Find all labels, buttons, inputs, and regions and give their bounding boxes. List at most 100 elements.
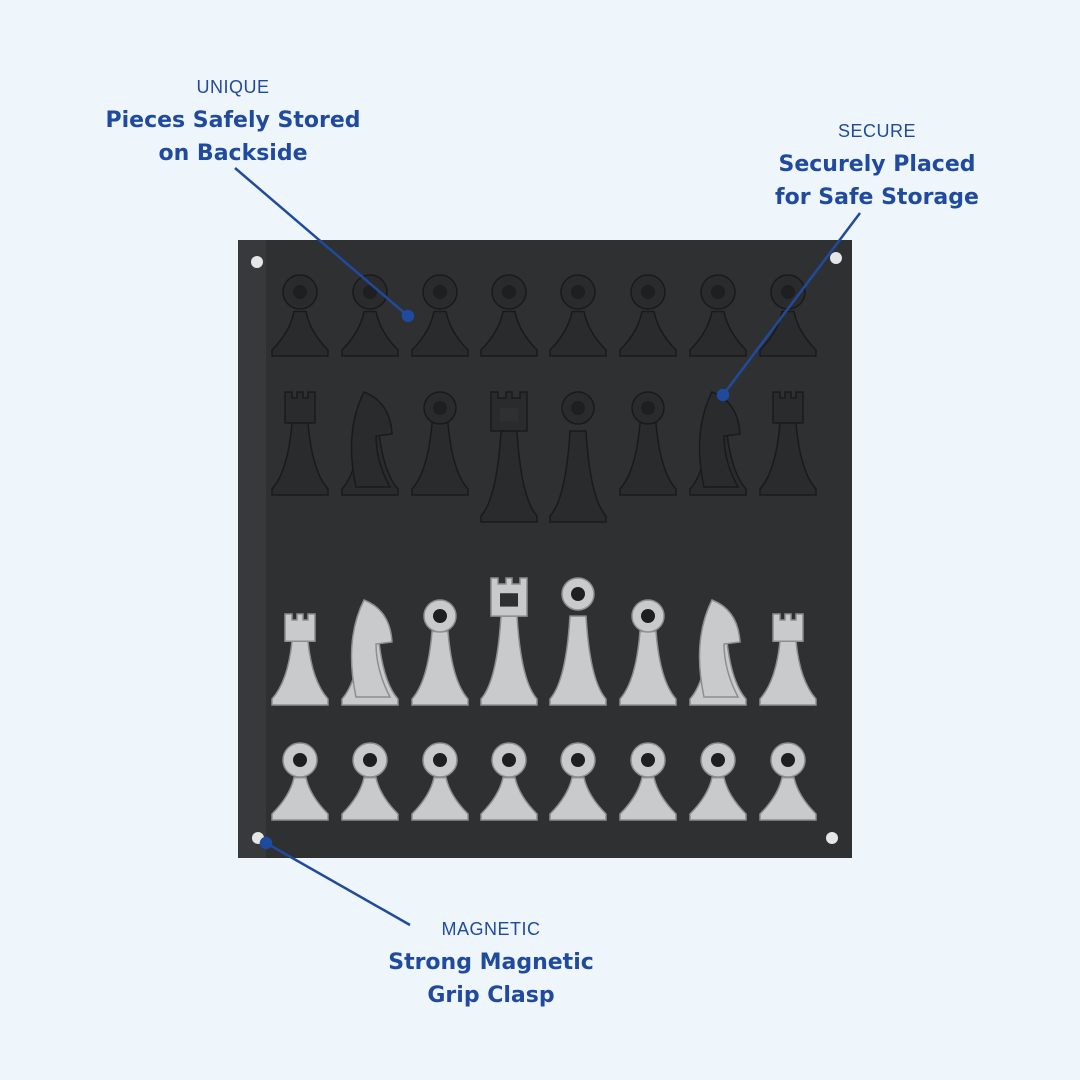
piece-body [480,776,538,821]
ring-hole [433,609,447,623]
callout-line-unique [234,167,409,317]
pawn-cutout [619,274,677,357]
pawn-piece [271,742,329,821]
ring-hole [711,285,725,299]
knight-piece [689,599,747,706]
pawn-piece [689,742,747,821]
chess-board [238,240,852,858]
pawn-cutout [759,274,817,357]
ring-hole [571,285,585,299]
piece-body [689,776,747,821]
piece-body [759,640,817,706]
queen-cutout [480,391,538,523]
callout-title: Pieces Safely Stored [105,108,361,133]
knight-cutout [689,391,747,496]
ring-hole [433,285,447,299]
board-edge-shadow [238,240,266,858]
crown-window [500,593,518,607]
ring-hole [641,753,655,767]
piece-body [759,422,817,496]
pawn-piece [480,742,538,821]
callout-secure: SECURE Securely Placed for Safe Storage [775,121,979,214]
knight-head [350,391,393,488]
queen-piece [480,577,538,706]
callout-magnetic: MAGNETIC Strong Magnetic Grip Clasp [388,919,594,1012]
ring-hole [433,753,447,767]
knight-head [698,599,741,698]
callout-title: on Backside [158,141,308,166]
magnet-dot [830,252,842,264]
rook-cutout [271,391,329,496]
magnet-dot [826,832,838,844]
callout-dot-secure [716,388,730,402]
piece-crown [772,391,804,424]
piece-body [411,776,469,821]
pawn-piece [759,742,817,821]
piece-body [411,630,469,706]
pawn-piece [411,742,469,821]
ring-hole [571,401,585,415]
callout-title: Securely Placed [778,152,976,177]
knight-piece [341,599,399,706]
ring-hole [781,753,795,767]
piece-body [619,422,677,496]
piece-crown [284,613,316,643]
piece-crown [772,613,804,643]
callout-line-magnetic [265,841,411,927]
piece-body [619,310,677,357]
callout-dot-magnetic [259,836,273,850]
piece-body [549,776,607,821]
pawn-cutout [341,274,399,357]
ring-hole [502,285,516,299]
piece-body [549,430,607,523]
callout-kicker: SECURE [837,121,917,141]
ring-hole [293,285,307,299]
ring-hole [711,753,725,767]
pieces-group [271,274,817,821]
piece-body [689,310,747,357]
ring-hole [571,587,585,601]
ring-hole [502,753,516,767]
pawn-cutout [480,274,538,357]
knight-cutout [341,391,399,496]
piece-body [411,422,469,496]
ring-hole [571,753,585,767]
piece-body [619,776,677,821]
callout-line-secure [722,212,861,396]
pawn-piece [341,742,399,821]
rook-cutout [759,391,817,496]
callout-title: Grip Clasp [427,983,555,1008]
pawn-cutout [271,274,329,357]
piece-body [480,615,538,706]
knight-head [698,391,741,488]
piece-body [549,615,607,706]
callout-kicker: MAGNETIC [441,919,541,939]
ring-hole [641,285,655,299]
piece-body [271,310,329,357]
king-piece [549,577,607,706]
magnet-dot [251,256,263,268]
rook-piece [759,613,817,706]
piece-body [341,310,399,357]
bishop-cutout [619,391,677,496]
pawn-cutout [549,274,607,357]
callout-kicker: UNIQUE [196,77,270,97]
piece-body [341,776,399,821]
knight-head [350,599,393,698]
piece-body [759,310,817,357]
bishop-piece [619,599,677,706]
bishop-piece [411,599,469,706]
callout-title: Strong Magnetic [388,950,594,975]
pawn-piece [549,742,607,821]
crown-window [500,407,518,422]
ring-hole [641,609,655,623]
pawn-cutout [411,274,469,357]
bishop-cutout [411,391,469,496]
pawn-piece [619,742,677,821]
ring-hole [641,401,655,415]
callout-dot-unique [401,309,415,323]
ring-hole [363,285,377,299]
pawn-cutout [689,274,747,357]
ring-hole [293,753,307,767]
